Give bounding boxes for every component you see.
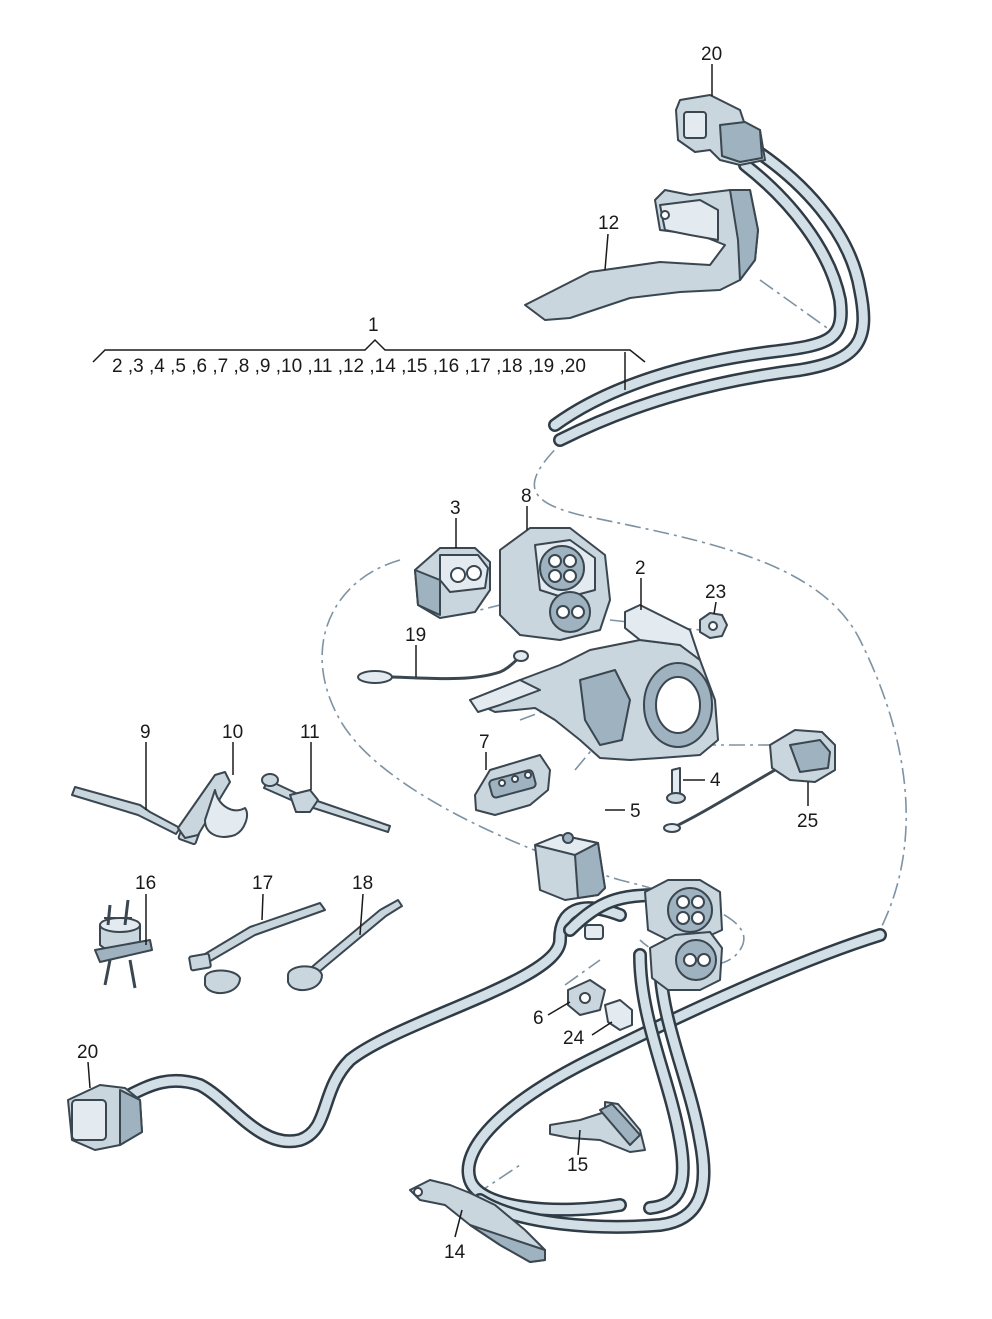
bolt-4 [666,767,686,804]
cable-tie-18 [287,899,403,991]
callout-15: 15 [567,1155,588,1176]
holder-6 [567,979,606,1016]
clip-15 [549,1101,646,1153]
nut-23 [699,612,728,639]
callout-12: 12 [598,213,619,234]
callout-19: 19 [405,625,426,646]
socket-8 [499,527,611,641]
callout-4: 4 [710,770,721,791]
callout-11: 11 [300,722,320,743]
group-bracket: 1 2 ,3 ,4 ,5 ,6 ,7 ,8 ,9 ,10 ,11 ,12 ,14… [92,315,646,390]
clip-16 [94,899,153,989]
connector-20-bottom [67,1084,143,1151]
callout-5: 5 [630,801,641,822]
housing-2 [469,604,719,761]
bracket-12 [524,189,759,321]
callout-20-bottom: 20 [77,1042,98,1063]
callout-2: 2 [635,558,646,579]
callout-8: 8 [521,486,532,507]
callouts: 20 12 3 8 2 23 19 7 4 5 25 9 10 11 16 17… [77,44,818,1263]
callout-18: 18 [352,873,373,894]
cap-25 [663,729,836,833]
callout-7: 7 [479,732,490,753]
callout-10: 10 [222,722,243,743]
callout-14: 14 [444,1242,466,1263]
channel-14 [409,1179,546,1263]
strap-19 [357,650,529,684]
cable-tie-17 [188,902,326,994]
callout-16: 16 [135,873,156,894]
insert-7 [474,754,551,816]
bulb-24 [604,999,633,1031]
callout-25: 25 [797,811,818,832]
callout-9: 9 [140,722,151,743]
cable-tie-9 [71,786,201,846]
group-label: 1 [368,315,379,336]
connector-cluster [584,879,723,991]
leader-lines [87,64,809,1238]
cap-3 [414,547,491,619]
wiring-harness [123,143,887,1234]
module-5 [534,832,606,901]
group-members: 2 ,3 ,4 ,5 ,6 ,7 ,8 ,9 ,10 ,11 ,12 ,14 ,… [112,356,586,377]
callout-3: 3 [450,498,461,519]
callout-23: 23 [705,582,726,603]
cable-tie-11 [261,773,391,833]
callout-20-top: 20 [701,44,722,65]
connector-20-top [675,94,766,166]
callout-6: 6 [533,1008,544,1029]
callout-24: 24 [563,1028,585,1049]
callout-17: 17 [252,873,273,894]
clip-10 [177,771,248,839]
